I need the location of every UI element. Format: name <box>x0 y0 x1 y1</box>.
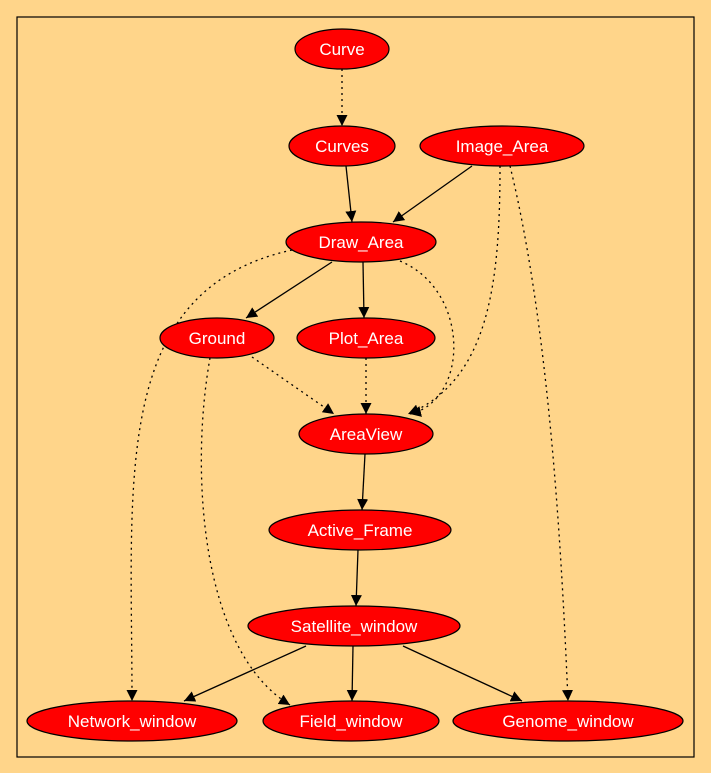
edge-active-frame-to-satellite-window <box>350 549 362 607</box>
node-shape <box>159 317 275 359</box>
node-shape <box>262 700 440 742</box>
node-ground: Ground <box>159 317 275 359</box>
edge-image-area-to-areaview <box>407 165 501 415</box>
node-shape <box>285 221 437 263</box>
node-label: Curve <box>319 40 364 59</box>
node-label: Active_Frame <box>308 521 413 540</box>
node-label: Draw_Area <box>318 233 404 252</box>
edge-ground-to-field-window <box>200 357 291 706</box>
node-curve: Curve <box>294 28 390 70</box>
edge-ground-to-areaview <box>251 356 335 415</box>
node-areaview: AreaView <box>298 413 434 455</box>
node-label: Ground <box>189 329 246 348</box>
node-label: Plot_Area <box>329 329 404 348</box>
node-label: Satellite_window <box>291 617 418 636</box>
node-curves: Curves <box>288 125 396 167</box>
edge-draw-area-to-ground <box>245 261 333 319</box>
edge-draw-area-to-plot-area <box>358 261 370 319</box>
node-draw-area: Draw_Area <box>285 221 437 263</box>
node-label: Field_window <box>300 712 404 731</box>
node-label: Genome_window <box>502 712 634 731</box>
edge-image-area-to-draw-area <box>392 165 473 223</box>
edge-satellite-window-to-genome-window <box>402 645 523 702</box>
node-shape <box>296 317 436 359</box>
edge-draw-area-to-areaview <box>399 260 455 417</box>
node-plot-area: Plot_Area <box>296 317 436 359</box>
node-active-frame: Active_Frame <box>268 509 452 551</box>
edges <box>126 69 574 706</box>
node-shape <box>452 700 684 742</box>
graph-frame <box>16 16 695 758</box>
node-satellite-window: Satellite_window <box>247 605 461 647</box>
node-label: Image_Area <box>456 137 549 156</box>
edge-satellite-window-to-field-window <box>346 645 358 702</box>
node-shape <box>419 125 585 167</box>
node-label: AreaView <box>330 425 403 444</box>
node-image-area: Image_Area <box>419 125 585 167</box>
node-shape <box>247 605 461 647</box>
node-shape <box>298 413 434 455</box>
node-label: Network_window <box>68 712 197 731</box>
node-shape <box>26 700 238 742</box>
edge-image-area-to-genome-window <box>509 165 574 702</box>
node-shape <box>288 125 396 167</box>
node-field-window: Field_window <box>262 700 440 742</box>
edge-curves-to-draw-area <box>345 165 357 223</box>
node-genome-window: Genome_window <box>452 700 684 742</box>
node-shape <box>268 509 452 551</box>
node-label: Curves <box>315 137 369 156</box>
edge-satellite-window-to-network-window <box>183 645 307 702</box>
edge-areaview-to-active-frame <box>357 453 369 511</box>
node-shape <box>294 28 390 70</box>
node-network-window: Network_window <box>26 700 238 742</box>
